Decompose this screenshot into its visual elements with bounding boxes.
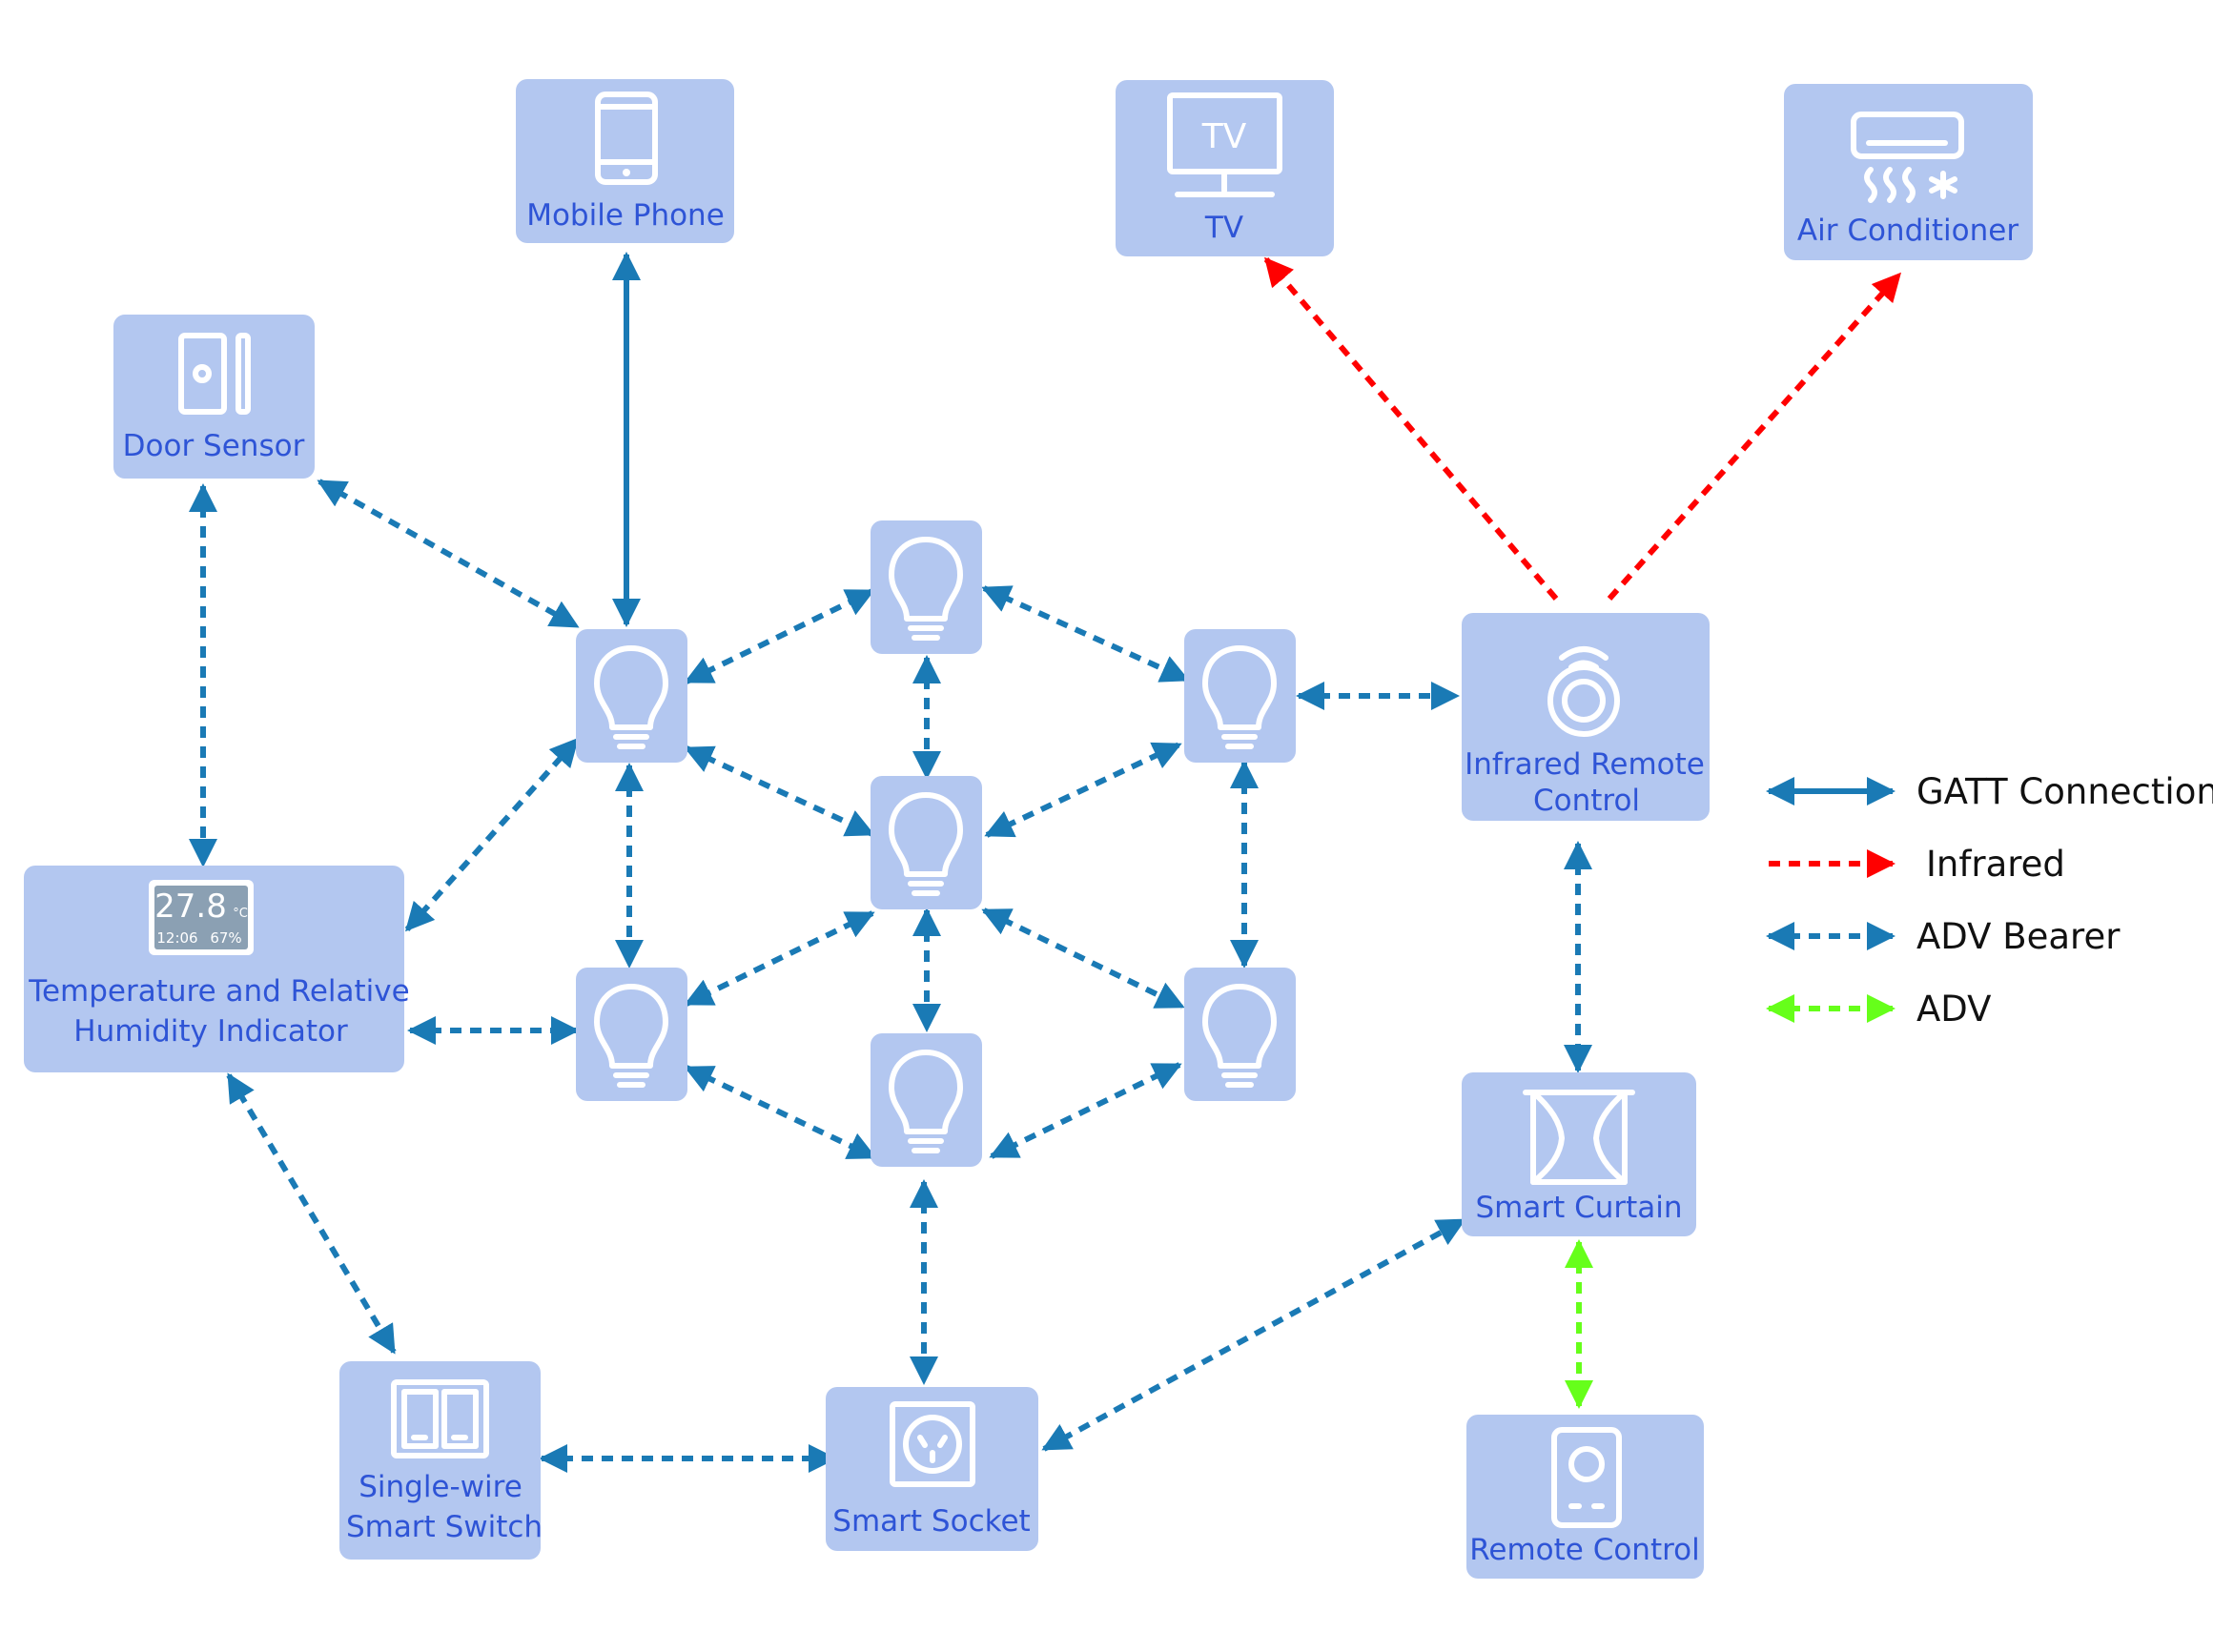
single-wire-switch-label-2: Smart Switch bbox=[346, 1510, 543, 1544]
infrared-remote-node: Infrared Remote Control bbox=[1462, 613, 1710, 821]
mobile-phone-label: Mobile Phone bbox=[526, 198, 725, 233]
adv-bulb-center-to-bulb-bl bbox=[684, 910, 875, 1007]
curtain-icon bbox=[1523, 1090, 1635, 1185]
infrared-remote-label-1: Infrared Remote bbox=[1465, 747, 1705, 782]
single-wire-switch-node: Single-wire Smart Switch bbox=[339, 1361, 543, 1560]
ir-to-tv bbox=[1263, 256, 1559, 601]
adv-bulb-tl-to-bulb-center bbox=[684, 745, 875, 837]
door-sensor-node: Door Sensor bbox=[113, 315, 315, 479]
bulb-top-left bbox=[576, 629, 687, 763]
legend-label-gatt: GATT Connection bbox=[1916, 771, 2213, 812]
legend: GATT Connection Infrared ADV Bearer ADV bbox=[1766, 771, 2213, 1030]
adv-bulb-center-to-bulb-br bbox=[981, 908, 1185, 1010]
adv-bulb-top-to-bulb-tr bbox=[981, 585, 1190, 683]
lcd-humidity: 67% bbox=[210, 929, 241, 947]
adv-bulb-bl-to-bulb-bottom bbox=[684, 1065, 877, 1160]
legend-item-infrared: Infrared bbox=[1769, 844, 2065, 885]
door-sensor-icon bbox=[178, 333, 251, 415]
adv-temp-to-switch bbox=[226, 1072, 397, 1355]
legend-label-adv-bearer: ADV Bearer bbox=[1916, 916, 2121, 957]
smart-socket-label: Smart Socket bbox=[832, 1504, 1030, 1539]
smart-socket-node: Smart Socket bbox=[826, 1387, 1038, 1551]
tv-node: TV TV bbox=[1116, 80, 1334, 256]
lcd-display-icon: 27.8 °C 12:06 67% bbox=[149, 880, 254, 955]
adv-door-to-bulb bbox=[317, 479, 580, 629]
air-conditioner-label: Air Conditioner bbox=[1797, 214, 2018, 248]
temp-humidity-label-2: Humidity Indicator bbox=[73, 1014, 348, 1049]
tv-screen-text: TV bbox=[1201, 117, 1247, 156]
adv-temp-to-bulb-tl bbox=[404, 737, 580, 932]
temp-humidity-node: 27.8 °C 12:06 67% Temperature and Relati… bbox=[24, 866, 410, 1072]
power-socket-icon bbox=[890, 1401, 975, 1487]
bulb-bottom-right bbox=[1184, 968, 1296, 1101]
smart-curtain-label: Smart Curtain bbox=[1475, 1191, 1682, 1225]
bulb-top-right bbox=[1184, 629, 1296, 763]
legend-label-infrared: Infrared bbox=[1926, 844, 2065, 885]
legend-item-gatt: GATT Connection bbox=[1766, 771, 2213, 812]
bulb-top bbox=[871, 520, 982, 654]
ir-to-air-conditioner bbox=[1607, 272, 1902, 601]
infrared-remote-label-2: Control bbox=[1533, 784, 1640, 818]
mobile-phone-icon bbox=[595, 92, 658, 185]
smart-curtain-node: Smart Curtain bbox=[1462, 1072, 1696, 1236]
tv-label: TV bbox=[1204, 211, 1243, 245]
legend-label-adv: ADV bbox=[1916, 989, 1991, 1030]
light-switch-icon bbox=[391, 1379, 489, 1458]
remote-control-label: Remote Control bbox=[1469, 1533, 1700, 1567]
bulb-bottom-left bbox=[576, 968, 687, 1101]
bulb-center bbox=[871, 776, 982, 909]
single-wire-switch-label-1: Single-wire bbox=[359, 1470, 523, 1504]
air-conditioner-icon bbox=[1851, 112, 1964, 203]
adv-bulb-tr-to-bulb-center bbox=[984, 742, 1182, 838]
tv-icon: TV bbox=[1167, 92, 1282, 197]
bulb-bottom bbox=[871, 1033, 982, 1167]
lcd-time: 12:06 bbox=[156, 929, 197, 947]
remote-control-node: Remote Control bbox=[1466, 1415, 1704, 1579]
remote-control-icon bbox=[1551, 1427, 1622, 1528]
legend-item-adv: ADV bbox=[1766, 989, 1991, 1030]
infrared-remote-icon bbox=[1547, 646, 1620, 737]
mobile-phone-node: Mobile Phone bbox=[516, 79, 734, 243]
lcd-temperature: 27.8 bbox=[154, 887, 227, 926]
temp-humidity-label-1: Temperature and Relative bbox=[28, 974, 409, 1009]
connections bbox=[189, 252, 1902, 1473]
air-conditioner-node: Air Conditioner bbox=[1784, 84, 2033, 260]
adv-socket-to-curtain bbox=[1041, 1217, 1466, 1452]
lcd-unit: °C bbox=[233, 907, 248, 921]
adv-bulb-br-to-bulb-bottom bbox=[989, 1062, 1182, 1159]
door-sensor-label: Door Sensor bbox=[123, 429, 305, 463]
adv-bulb-tl-to-bulb-top bbox=[684, 588, 875, 684]
legend-item-adv-bearer: ADV Bearer bbox=[1766, 916, 2121, 957]
